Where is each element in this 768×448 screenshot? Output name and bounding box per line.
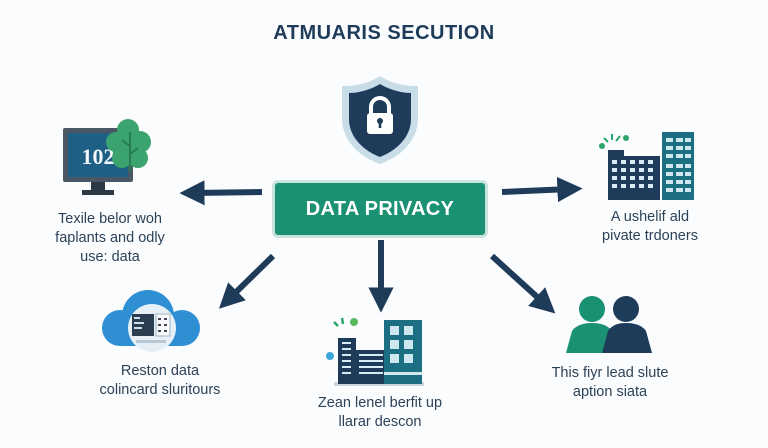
node-bottom-center-label: Zean lenel berfit up llarar descon bbox=[285, 394, 475, 432]
monitor-tree-icon: 102 bbox=[63, 119, 151, 195]
cloud-server-icon bbox=[102, 290, 200, 352]
label-line: Texile belor woh bbox=[58, 211, 162, 227]
arrow-down-right bbox=[489, 253, 556, 314]
label-line: pivate trdoners bbox=[602, 228, 698, 244]
node-bottom-right-label: This fiyr lead slute aption siata bbox=[530, 364, 690, 402]
label-line: use: data bbox=[80, 249, 140, 265]
arrow-right bbox=[501, 176, 583, 203]
center-label: DATA PRIVACY bbox=[305, 197, 455, 220]
node-top-right-label: A ushelif ald pivate trdoners bbox=[570, 208, 730, 246]
label-line: A ushelif ald bbox=[610, 209, 690, 225]
label-line: Zean lenel berfit up bbox=[317, 395, 443, 411]
shield-lock-icon bbox=[342, 76, 418, 164]
label-line: faplants and odly bbox=[55, 230, 165, 246]
office-building-icon bbox=[326, 317, 424, 386]
data-privacy-node[interactable]: DATA PRIVACY bbox=[272, 180, 488, 238]
buildings-icon bbox=[599, 132, 694, 200]
label-line: This fiyr lead slute bbox=[551, 365, 669, 381]
users-icon bbox=[566, 296, 652, 353]
arrow-down-left bbox=[218, 253, 276, 309]
diagram-title: ATMUARIS SECUTION bbox=[273, 22, 495, 44]
label-line: llarar descon bbox=[338, 414, 422, 430]
label-line: aption siata bbox=[572, 384, 648, 400]
node-bottom-left-label: Reston data colincard sluritours bbox=[70, 362, 250, 400]
arrow-left bbox=[179, 180, 263, 206]
label-line: Reston data bbox=[120, 363, 200, 379]
node-top-left-label: Texile belor woh faplants and odly use: … bbox=[20, 210, 200, 267]
label-line: colincard sluritours bbox=[99, 382, 221, 398]
